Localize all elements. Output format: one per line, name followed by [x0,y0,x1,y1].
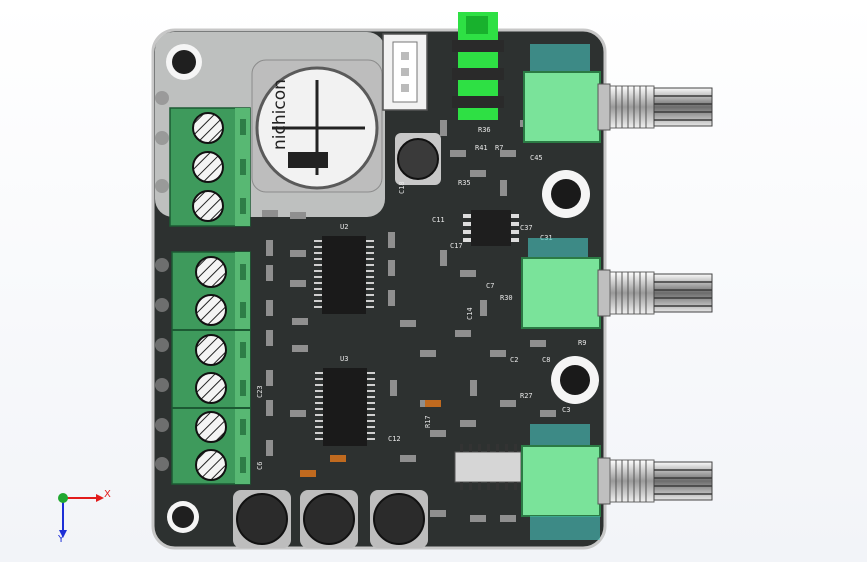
potentiometer-middle [521,238,713,329]
ic-u2 [314,236,374,314]
potentiometer-top [523,44,713,143]
terminal-screw [192,190,224,222]
silk-c2: C2 [510,356,518,364]
silk-c37: C37 [520,224,533,232]
pin-header-connector [382,33,428,111]
inductor-middle [300,490,358,548]
terminal-screw [195,449,227,481]
terminal-screw [195,334,227,366]
mounting-hole-right-upper [542,170,590,218]
mounting-hole-right-middle [551,356,599,404]
silk-c8: C8 [542,356,550,364]
edge-screws [155,91,169,471]
smd-components [262,120,556,522]
terminal-screw [192,151,224,183]
silk-c12: C12 [388,435,401,443]
small-capacitor [395,133,441,185]
silk-c11: C11 [432,216,445,224]
axis-triad: X Y [57,489,111,545]
silk-r27: R27 [520,392,533,400]
audio-jack [452,12,504,120]
electrolytic-capacitor: nichicon [251,59,383,193]
silk-c17: C17 [450,242,463,250]
inductor-right [370,490,428,548]
silk-c45: C45 [530,154,543,162]
silk-r41: R41 [475,144,488,152]
silk-r7: R7 [495,144,503,152]
terminal-screw [195,372,227,404]
silk-u2: U2 [340,223,348,231]
potentiometer-bottom [521,424,713,540]
z-axis-dot [58,493,68,503]
silk-c3: C3 [562,406,570,414]
silk-u3: U3 [340,355,348,363]
silk-c18: C18 [398,181,406,194]
mounting-hole-bottom-left [167,501,199,533]
terminal-screw [195,256,227,288]
terminal-screw [192,112,224,144]
silk-r17: R17 [424,415,432,428]
silk-c6: C6 [256,462,264,470]
silk-r35: R35 [458,179,471,187]
ic-soic14 [454,444,522,490]
x-axis-label: X [104,489,111,500]
ic-u3 [315,368,375,446]
silk-c14: C14 [466,307,474,320]
terminal-block-top [169,107,251,227]
inductor-left [233,490,291,548]
silk-r36: R36 [478,126,491,134]
ic-soic8 [463,210,519,246]
smd-resistors-colored [300,400,441,477]
silk-r9: R9 [578,339,586,347]
terminal-block-bottom [171,251,251,485]
capacitor-brand-label: nichicon [270,79,290,150]
silk-c23: C23 [256,385,264,398]
silk-r30: R30 [500,294,513,302]
terminal-screw [195,411,227,443]
y-axis-label: Y [57,534,65,545]
silk-c7: C7 [486,282,494,290]
mounting-hole-top-left [166,44,202,80]
terminal-screw [195,294,227,326]
